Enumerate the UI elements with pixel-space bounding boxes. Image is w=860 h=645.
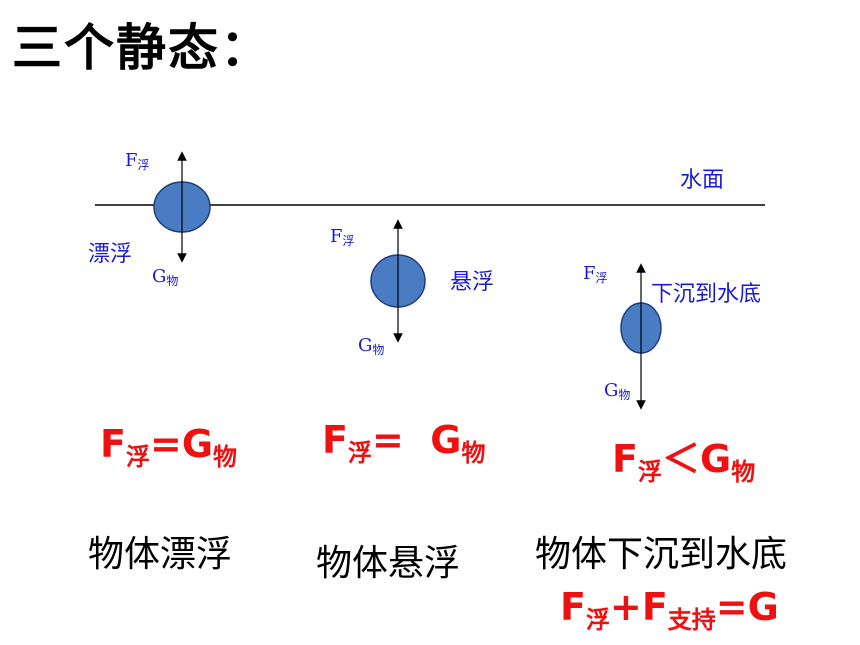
suspended-equation: F浮= G物 [322,418,486,467]
sunk-buoyancy-label: F浮 [583,263,608,285]
suspended-buoyancy-label: F浮 [330,226,355,248]
sunk-support-equation: F浮+F支持=G [560,585,779,634]
sunk-weight-label: G物 [604,380,631,402]
suspended-state-text: 物体悬浮 [316,543,461,584]
suspended-weight-label: G物 [358,335,385,357]
sunk-state-text: 物体下沉到水底 [535,534,788,575]
floating-buoyancy-label: F浮 [125,150,150,172]
sunk-equation: F浮＜G物 [612,437,756,486]
floating-weight-label: G物 [152,266,179,288]
slide-title: 三个静态： [12,19,272,77]
sunk-label: 下沉到水底 [651,282,762,307]
water-surface-label: 水面 [680,168,725,193]
floating-equation: F浮=G物 [100,422,238,471]
floating-state-text: 物体漂浮 [88,534,233,575]
suspended-label: 悬浮 [450,270,495,295]
floating-label: 漂浮 [88,242,133,267]
